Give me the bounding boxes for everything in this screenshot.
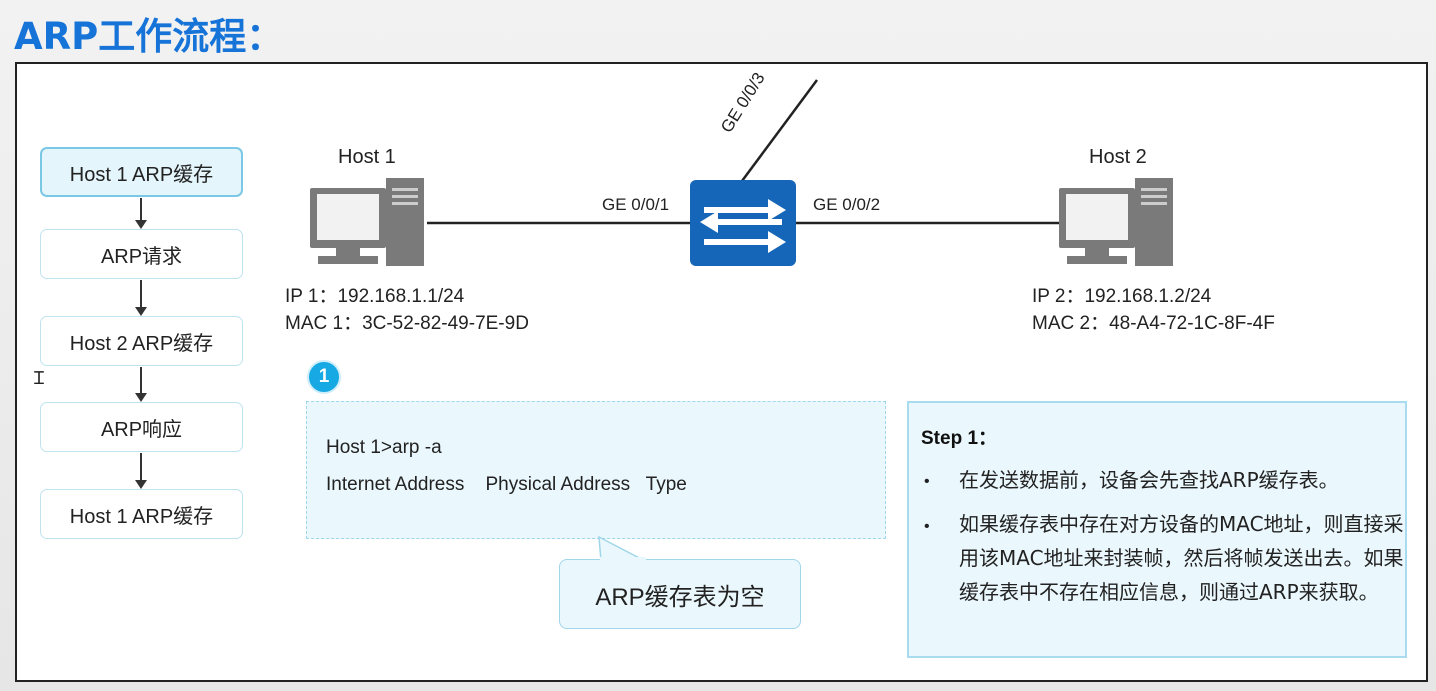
flow-arrow	[135, 198, 147, 229]
host2-mac: MAC 2：48-A4-72-1C-8F-4F	[1032, 313, 1275, 334]
cli-table-header: Internet Address Physical Address Type	[326, 474, 687, 495]
text-cursor-icon: Ɪ	[34, 368, 45, 388]
host2-label: Host 2	[1089, 146, 1147, 168]
flow-step-arp-reply: ARP响应	[40, 402, 243, 452]
desktop-computer-icon	[1059, 178, 1173, 266]
step-bullet-1: 在发送数据前，设备会先查找ARP缓存表。	[959, 468, 1339, 492]
diagram-panel: Host 1 ARP缓存 ARP请求 Host 2 ARP缓存 ARP响应 Ho…	[15, 62, 1428, 682]
host2-ip: IP 2：192.168.1.2/24	[1032, 286, 1212, 307]
cli-command: Host 1>arp -a	[326, 437, 442, 458]
step-number-badge: 1	[307, 360, 341, 394]
host1-label: Host 1	[338, 146, 396, 168]
host1-mac: MAC 1：3C-52-82-49-7E-9D	[285, 313, 529, 334]
flow-step-host2-cache: Host 2 ARP缓存	[40, 316, 243, 366]
callout-box: ARP缓存表为空	[559, 559, 801, 629]
desktop-computer-icon	[310, 178, 424, 266]
cli-output-box: Host 1>arp -a Internet Address Physical …	[306, 401, 886, 539]
flow-step-host1-cache-final: Host 1 ARP缓存	[40, 489, 243, 539]
host1-ip: IP 1：192.168.1.1/24	[285, 286, 465, 307]
port-ge001: GE 0/0/1	[602, 195, 670, 214]
link-switch-uplink	[740, 79, 819, 182]
flow-step-arp-request: ARP请求	[40, 229, 243, 279]
port-ge002: GE 0/0/2	[813, 195, 881, 214]
flow-arrow	[135, 280, 147, 316]
topology-svg	[310, 79, 1173, 266]
flow-arrow	[135, 367, 147, 402]
flow-arrow	[135, 453, 147, 489]
bullet-dot-icon: •	[924, 518, 930, 535]
step-description-box: Step 1： • 在发送数据前，设备会先查找ARP缓存表。 • 如果缓存表中存…	[907, 401, 1407, 658]
switch-icon	[690, 180, 796, 266]
page-title: ARP工作流程：	[14, 15, 284, 58]
step-bullet-2: 如果缓存表中存在对方设备的MAC地址，则直接采用该MAC地址来封装帧，然后将帧发…	[959, 512, 1404, 604]
callout-pointer-mask	[600, 557, 646, 564]
step-title: Step 1：	[921, 428, 998, 449]
bullet-dot-icon: •	[924, 473, 930, 490]
flow-step-host1-cache: Host 1 ARP缓存	[40, 147, 243, 197]
